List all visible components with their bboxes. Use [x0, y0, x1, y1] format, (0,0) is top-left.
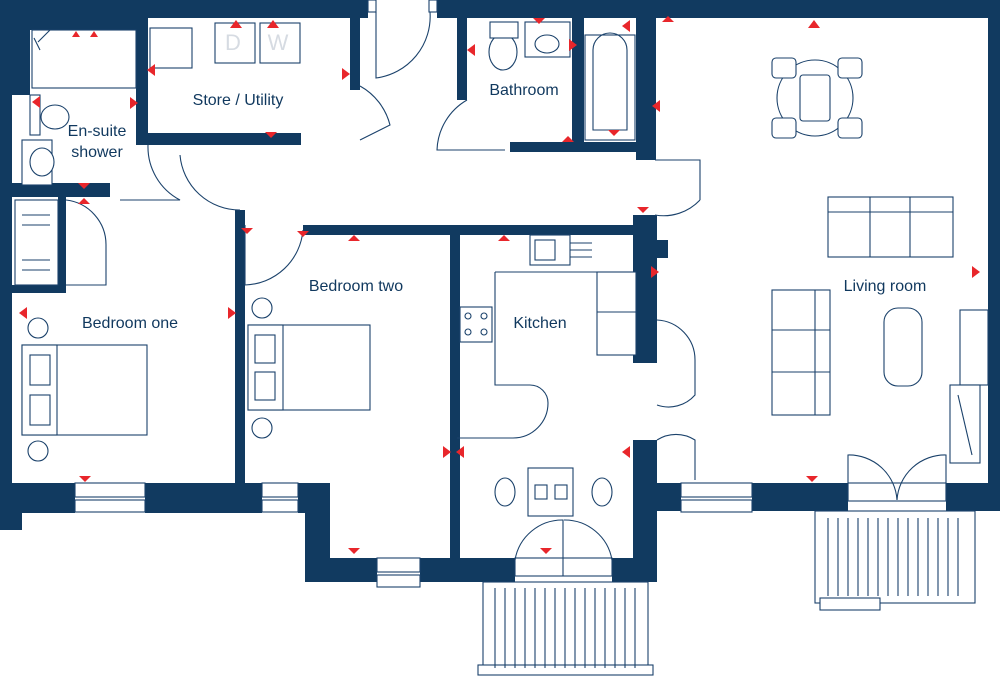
bedroom-one-bed: [21, 317, 148, 462]
walls: [0, 0, 1000, 582]
windows: [74, 0, 947, 588]
dishwasher-letter: D: [225, 30, 241, 55]
bathroom-label: Bathroom: [489, 82, 558, 99]
ensuite-label-line2: shower: [71, 144, 123, 161]
living-room-label: Living room: [844, 278, 927, 295]
living-room-furniture: [771, 57, 989, 464]
store-utility-label: Store / Utility: [193, 92, 284, 109]
kitchen-label: Kitchen: [513, 315, 566, 332]
bedroom-two-bed: [247, 297, 371, 439]
balcony-living: [814, 510, 976, 611]
bedroom-one-label: Bedroom one: [82, 315, 178, 332]
balcony-kitchen: [477, 581, 654, 676]
ensuite-fixtures: [14, 29, 137, 286]
ensuite-label-line1: En-suite: [68, 123, 127, 140]
bedroom-two-label: Bedroom two: [309, 278, 403, 295]
store-fixtures: [149, 22, 301, 69]
washer-letter: W: [268, 30, 289, 55]
red-markers: [19, 16, 980, 554]
kitchen-fixtures: [457, 234, 637, 517]
bathroom-fixtures: [488, 21, 636, 141]
doors: [65, 11, 947, 576]
